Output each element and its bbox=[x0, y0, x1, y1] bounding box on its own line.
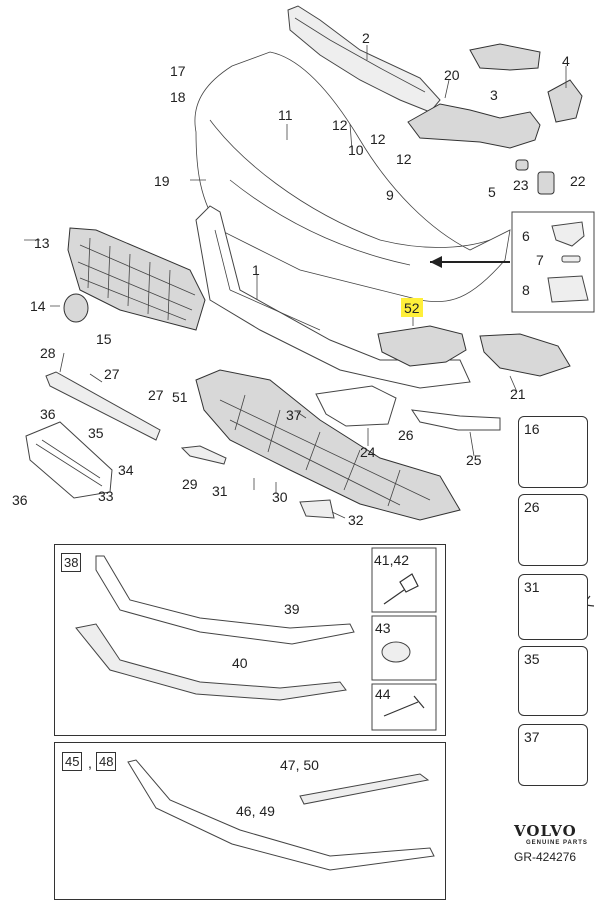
part-8 bbox=[547, 275, 589, 303]
callout-28: 28 bbox=[40, 345, 56, 361]
callout-21: 21 bbox=[510, 386, 526, 402]
callout-10: 10 bbox=[348, 142, 364, 158]
part-3 bbox=[469, 43, 541, 71]
callout-51: 51 bbox=[172, 389, 188, 405]
bottom-parts-box bbox=[54, 742, 446, 900]
part-46-strip bbox=[127, 759, 435, 871]
part-40-strip bbox=[75, 623, 347, 701]
part-23 bbox=[515, 159, 529, 171]
callout-37-box: 37 bbox=[524, 729, 540, 745]
callout-25: 25 bbox=[466, 452, 482, 468]
callout-comma: , bbox=[88, 755, 92, 771]
callout-36b: 36 bbox=[12, 492, 28, 508]
callout-43: 43 bbox=[375, 620, 391, 636]
callout-13: 13 bbox=[34, 235, 50, 251]
callout-6: 6 bbox=[522, 228, 530, 244]
callout-18: 18 bbox=[170, 89, 186, 105]
side-box-31 bbox=[518, 574, 588, 640]
part-22 bbox=[537, 171, 555, 195]
callout-12c: 12 bbox=[396, 151, 412, 167]
part-1-lower-bumper bbox=[195, 205, 471, 389]
side-box-35 bbox=[518, 646, 588, 716]
part-6 bbox=[551, 221, 585, 247]
part-39-strip bbox=[95, 555, 355, 645]
part-4 bbox=[547, 79, 583, 123]
callout-23: 23 bbox=[513, 177, 529, 193]
part-24 bbox=[315, 385, 397, 427]
callout-1: 1 bbox=[252, 262, 260, 278]
callout-45: 45 bbox=[62, 752, 83, 771]
callout-36a: 36 bbox=[40, 406, 56, 422]
side-box-16 bbox=[518, 416, 588, 488]
callout-47-50: 47, 50 bbox=[280, 757, 319, 773]
callout-12a: 12 bbox=[332, 117, 348, 133]
volvo-logo-sub: GENUINE PARTS bbox=[526, 840, 588, 846]
callout-44: 44 bbox=[375, 686, 391, 702]
callout-4: 4 bbox=[562, 53, 570, 69]
part-13-grille bbox=[67, 227, 206, 331]
part-52-bracket bbox=[377, 325, 467, 367]
callout-11: 11 bbox=[278, 107, 293, 123]
side-box-37 bbox=[518, 724, 588, 786]
side-box-26 bbox=[518, 494, 588, 566]
callout-29: 29 bbox=[182, 476, 198, 492]
callout-5: 5 bbox=[488, 184, 496, 200]
callout-46-49: 46, 49 bbox=[236, 803, 275, 819]
callout-38: 38 bbox=[61, 553, 82, 572]
callout-9: 9 bbox=[386, 187, 394, 203]
callout-41-42: 41,42 bbox=[374, 552, 410, 568]
callout-33: 33 bbox=[98, 488, 114, 504]
callout-27a: 27 bbox=[104, 366, 120, 382]
part-47-strip bbox=[299, 773, 430, 805]
callout-30: 30 bbox=[272, 489, 288, 505]
callout-22: 22 bbox=[570, 173, 586, 189]
callout-48: 48 bbox=[96, 752, 117, 771]
callout-26: 26 bbox=[398, 427, 414, 443]
callout-7: 7 bbox=[536, 252, 544, 268]
part-29 bbox=[180, 445, 227, 465]
callout-8: 8 bbox=[522, 282, 530, 298]
callout-16: 16 bbox=[524, 421, 540, 437]
callout-27: 27 bbox=[148, 387, 164, 403]
callout-40: 40 bbox=[232, 655, 248, 671]
callout-24: 24 bbox=[360, 444, 376, 460]
volvo-logo: VOLVO bbox=[514, 822, 577, 840]
callout-31: 31 bbox=[212, 483, 228, 499]
part-44-rivet-box bbox=[371, 683, 437, 731]
part-28-strip bbox=[45, 371, 161, 441]
callout-2: 2 bbox=[362, 30, 370, 46]
bumper-cover-outline bbox=[194, 51, 511, 302]
callout-34: 34 bbox=[118, 462, 134, 478]
part-32 bbox=[299, 499, 335, 519]
callout-14: 14 bbox=[30, 298, 46, 314]
callout-12b: 12 bbox=[370, 131, 386, 147]
lower-parts-box bbox=[54, 544, 446, 736]
callout-26-box: 26 bbox=[524, 499, 540, 515]
callout-3: 3 bbox=[490, 87, 498, 103]
part-20-bracket bbox=[407, 103, 541, 149]
callout-52-highlight: 52 bbox=[401, 298, 423, 317]
drawing-code: GR-424276 bbox=[514, 850, 577, 864]
callout-19: 19 bbox=[154, 173, 170, 189]
callout-31-box: 31 bbox=[524, 579, 540, 595]
part-21 bbox=[479, 333, 571, 377]
callout-20: 20 bbox=[444, 67, 460, 83]
callout-17: 17 bbox=[170, 63, 186, 79]
callout-15: 15 bbox=[96, 331, 112, 347]
callout-39: 39 bbox=[284, 601, 300, 617]
part-14-emblem bbox=[63, 293, 89, 323]
callout-37: 37 bbox=[286, 407, 302, 423]
callout-35-box: 35 bbox=[524, 651, 540, 667]
callout-32: 32 bbox=[348, 512, 364, 528]
callout-35: 35 bbox=[88, 425, 104, 441]
part-25 bbox=[410, 409, 501, 431]
part-7 bbox=[561, 255, 581, 263]
